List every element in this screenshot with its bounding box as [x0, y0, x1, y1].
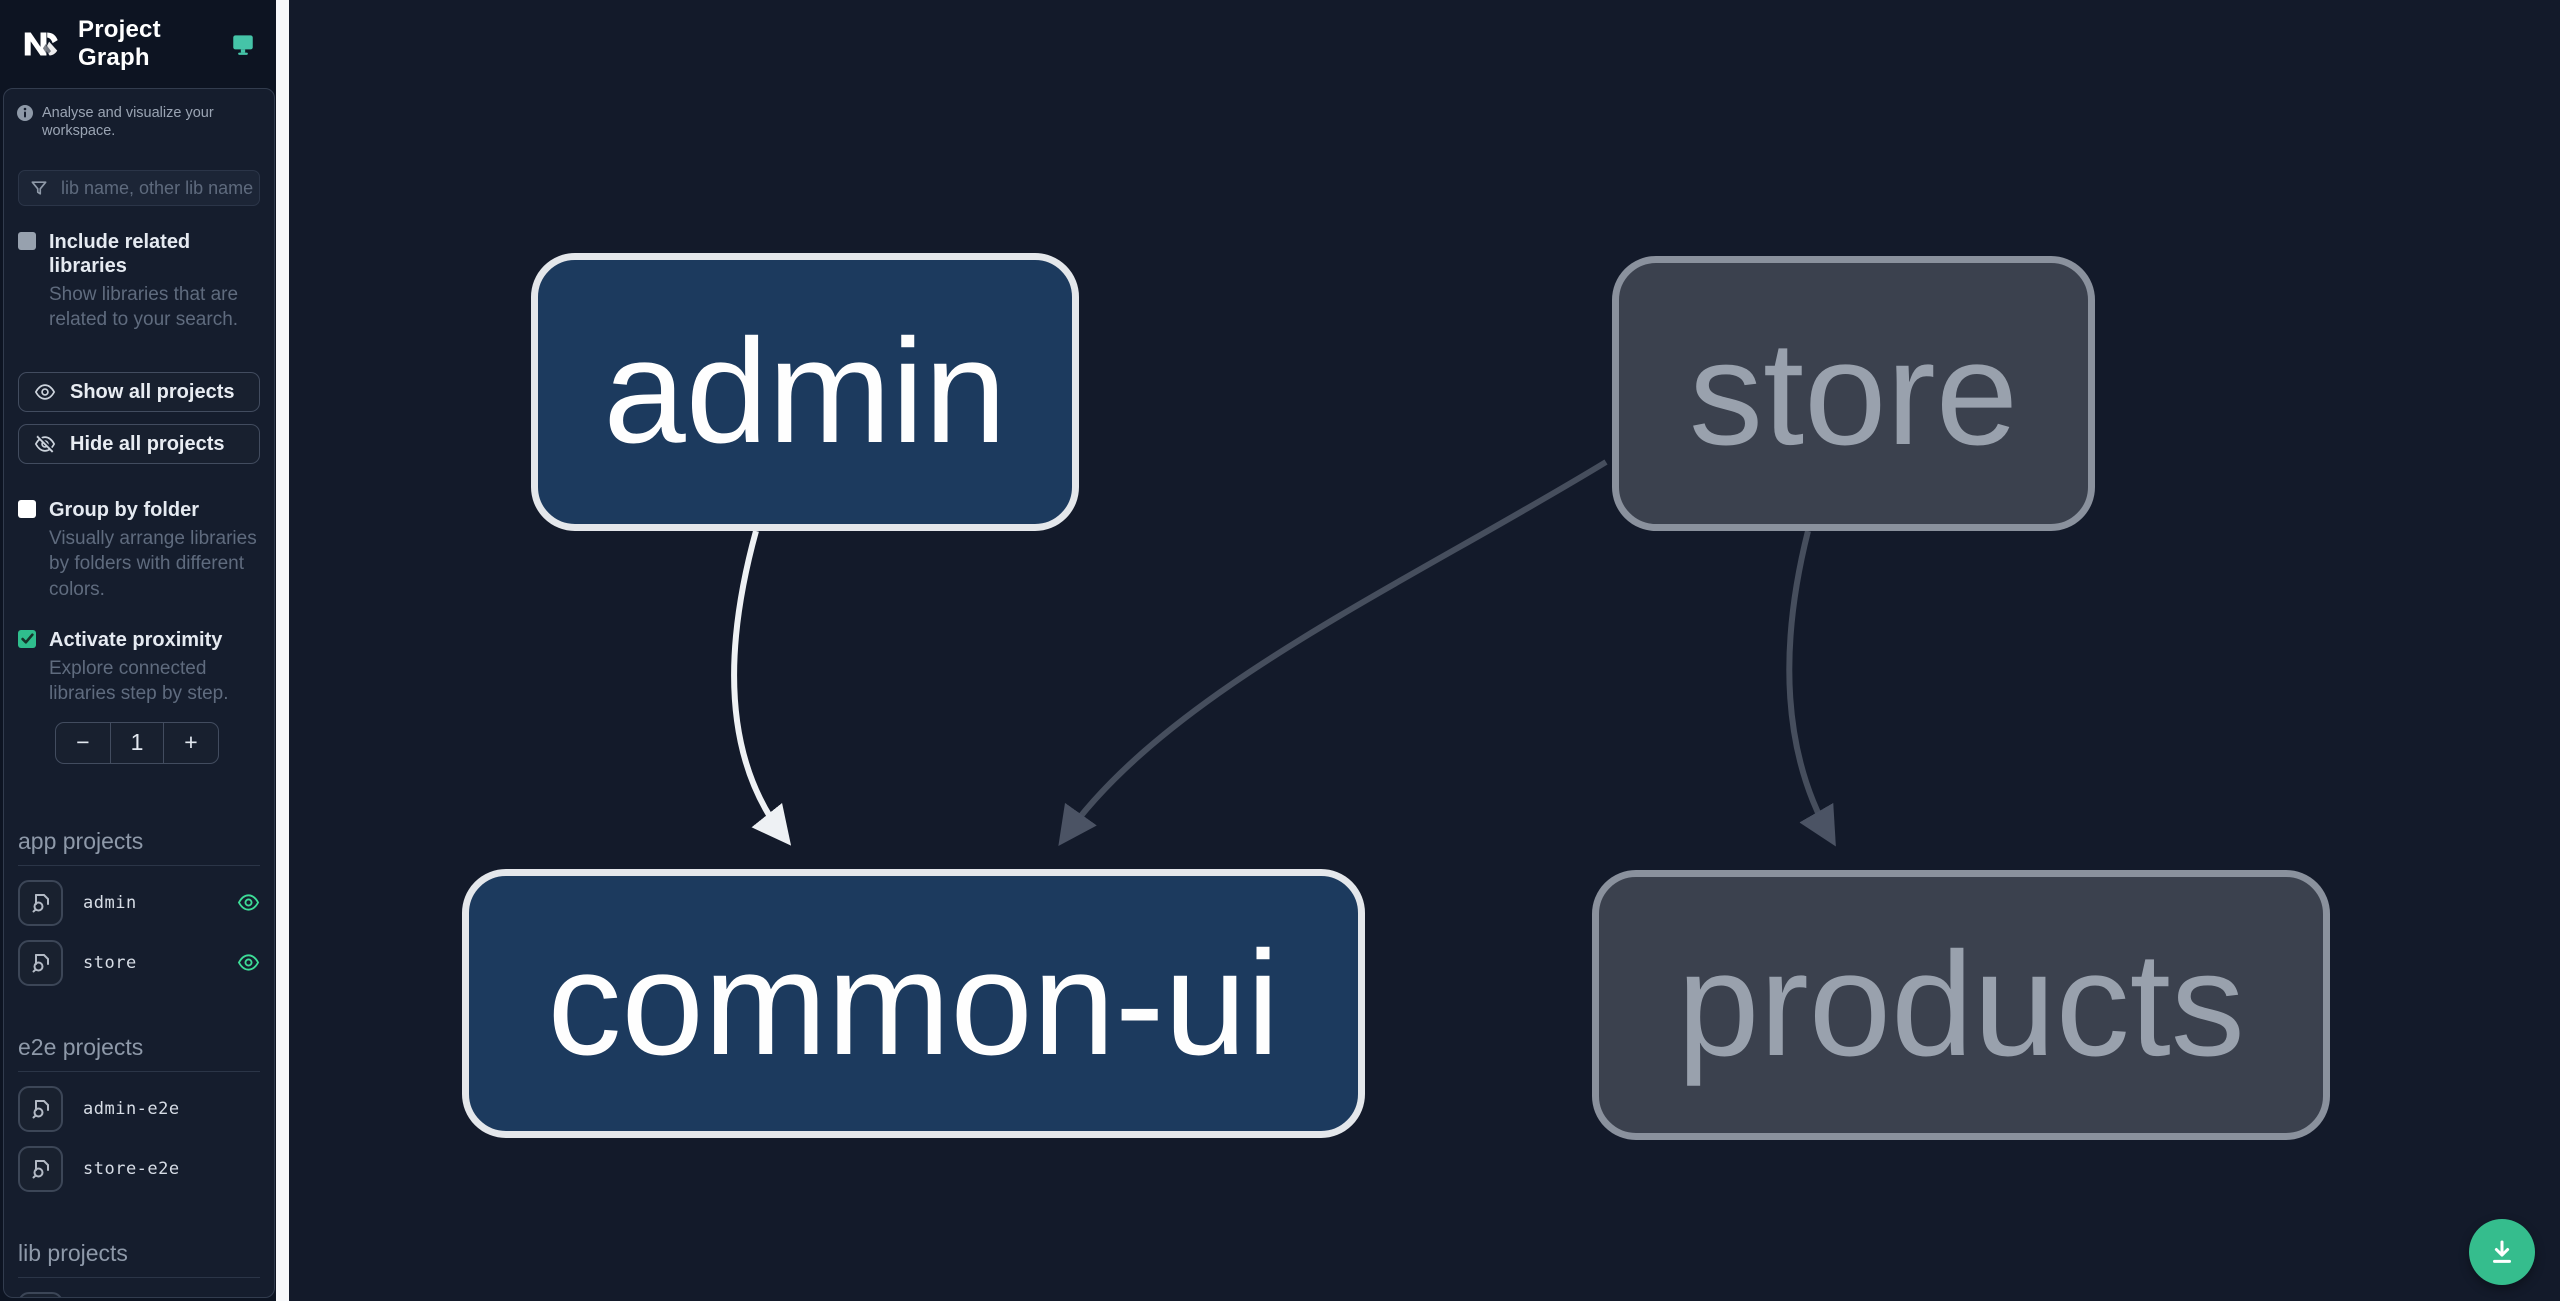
group-by-folder-checkbox[interactable] — [18, 500, 36, 519]
nx-logo-icon — [24, 32, 58, 56]
hide-all-projects-label: Hide all projects — [70, 432, 225, 455]
activate-proximity-label: Activate proximity — [49, 628, 223, 651]
eye-icon — [34, 384, 56, 401]
search-group — [18, 170, 260, 207]
edge-store-to-products — [1786, 530, 1836, 847]
focus-project-icon — [32, 953, 49, 973]
project-row-store: store — [18, 939, 260, 986]
activate-proximity-checkbox[interactable] — [18, 629, 36, 648]
download-icon — [2493, 1240, 2511, 1263]
focus-project-button[interactable] — [18, 879, 63, 926]
proximity-stepper: − 1 + — [55, 721, 219, 764]
graph-node-admin[interactable]: admin — [531, 253, 1079, 531]
graph-node-common-ui[interactable]: common-ui — [462, 869, 1365, 1138]
focus-project-button[interactable] — [18, 939, 63, 986]
node-label: store — [1688, 310, 2019, 476]
node-label: admin — [603, 309, 1007, 474]
group-by-folder-row: Group by folder Visually arrange librari… — [4, 498, 274, 601]
show-all-projects-label: Show all projects — [70, 380, 235, 403]
graph-edges — [731, 459, 1836, 847]
section-title-app: app projects — [18, 828, 260, 866]
project-name[interactable]: store-e2e — [83, 1158, 180, 1179]
hide-all-projects-button[interactable]: Hide all projects — [18, 424, 260, 465]
focus-project-icon — [32, 1099, 49, 1119]
eye-off-icon — [34, 435, 56, 453]
activate-proximity-desc: Explore connected libraries step by step… — [49, 657, 229, 704]
section-title-lib: lib projects — [18, 1240, 260, 1278]
check-icon — [20, 633, 34, 644]
include-related-label: Include related libraries — [49, 231, 191, 278]
section-app-projects: app projects admin — [4, 828, 274, 986]
filter-funnel-icon — [19, 171, 59, 205]
include-related-desc: Show libraries that are related to your … — [49, 284, 239, 331]
info-icon — [17, 105, 33, 121]
node-label: common-ui — [547, 920, 1280, 1086]
search-input[interactable] — [59, 171, 259, 206]
show-all-projects-button[interactable]: Show all projects — [18, 372, 260, 413]
project-graph-canvas[interactable]: admin store common-ui products — [289, 0, 2560, 1301]
activate-proximity-row: Activate proximity Explore connected lib… — [4, 628, 274, 706]
project-row-store-e2e: store-e2e — [18, 1145, 260, 1192]
page-title: Project Graph — [78, 16, 161, 71]
project-name[interactable]: admin-e2e — [83, 1098, 180, 1119]
focus-project-button[interactable] — [18, 1145, 63, 1192]
panel-resizer[interactable] — [276, 0, 289, 1301]
edge-store-to-common-ui — [1058, 459, 1608, 846]
include-related-checkbox[interactable] — [18, 232, 36, 251]
edge-admin-to-common-ui — [731, 530, 792, 846]
project-row-common-ui: common-ui — [18, 1291, 260, 1297]
download-graph-button[interactable] — [2469, 1219, 2535, 1285]
focus-project-icon — [32, 1159, 49, 1179]
proximity-value: 1 — [110, 722, 164, 763]
node-label: products — [1677, 922, 2245, 1087]
project-name[interactable]: admin — [83, 892, 137, 913]
workspace-tagline: Analyse and visualize your workspace. — [4, 89, 274, 140]
graph-node-products[interactable]: products — [1592, 870, 2330, 1140]
toggle-visibility-eye-icon[interactable] — [237, 891, 260, 914]
tagline-text: Analyse and visualize your workspace. — [42, 105, 214, 140]
group-by-folder-desc: Visually arrange libraries by folders wi… — [49, 528, 257, 600]
section-lib-projects: lib projects common-ui — [4, 1240, 274, 1297]
sidebar-panel: Analyse and visualize your workspace. In… — [3, 88, 275, 1298]
section-title-e2e: e2e projects — [18, 1034, 260, 1072]
project-row-admin-e2e: admin-e2e — [18, 1085, 260, 1132]
proximity-increment-button[interactable]: + — [184, 729, 198, 756]
focus-project-button[interactable] — [18, 1085, 63, 1132]
sidebar: Project Graph Analyse and visualize your… — [0, 0, 276, 1301]
project-row-admin: admin — [18, 879, 260, 926]
toggle-visibility-eye-icon[interactable] — [237, 951, 260, 974]
focus-project-button[interactable] — [18, 1291, 63, 1297]
sidebar-header: Project Graph — [0, 0, 276, 88]
group-by-folder-label: Group by folder — [49, 499, 199, 522]
proximity-decrement-button[interactable]: − — [76, 729, 90, 756]
focus-project-icon — [32, 893, 49, 913]
section-e2e-projects: e2e projects admin-e2e — [4, 1034, 274, 1192]
graph-node-store[interactable]: store — [1612, 256, 2095, 531]
project-name[interactable]: store — [83, 952, 137, 973]
include-related-row: Include related libraries Show libraries… — [4, 230, 274, 332]
connected-monitor-icon[interactable] — [230, 31, 256, 57]
